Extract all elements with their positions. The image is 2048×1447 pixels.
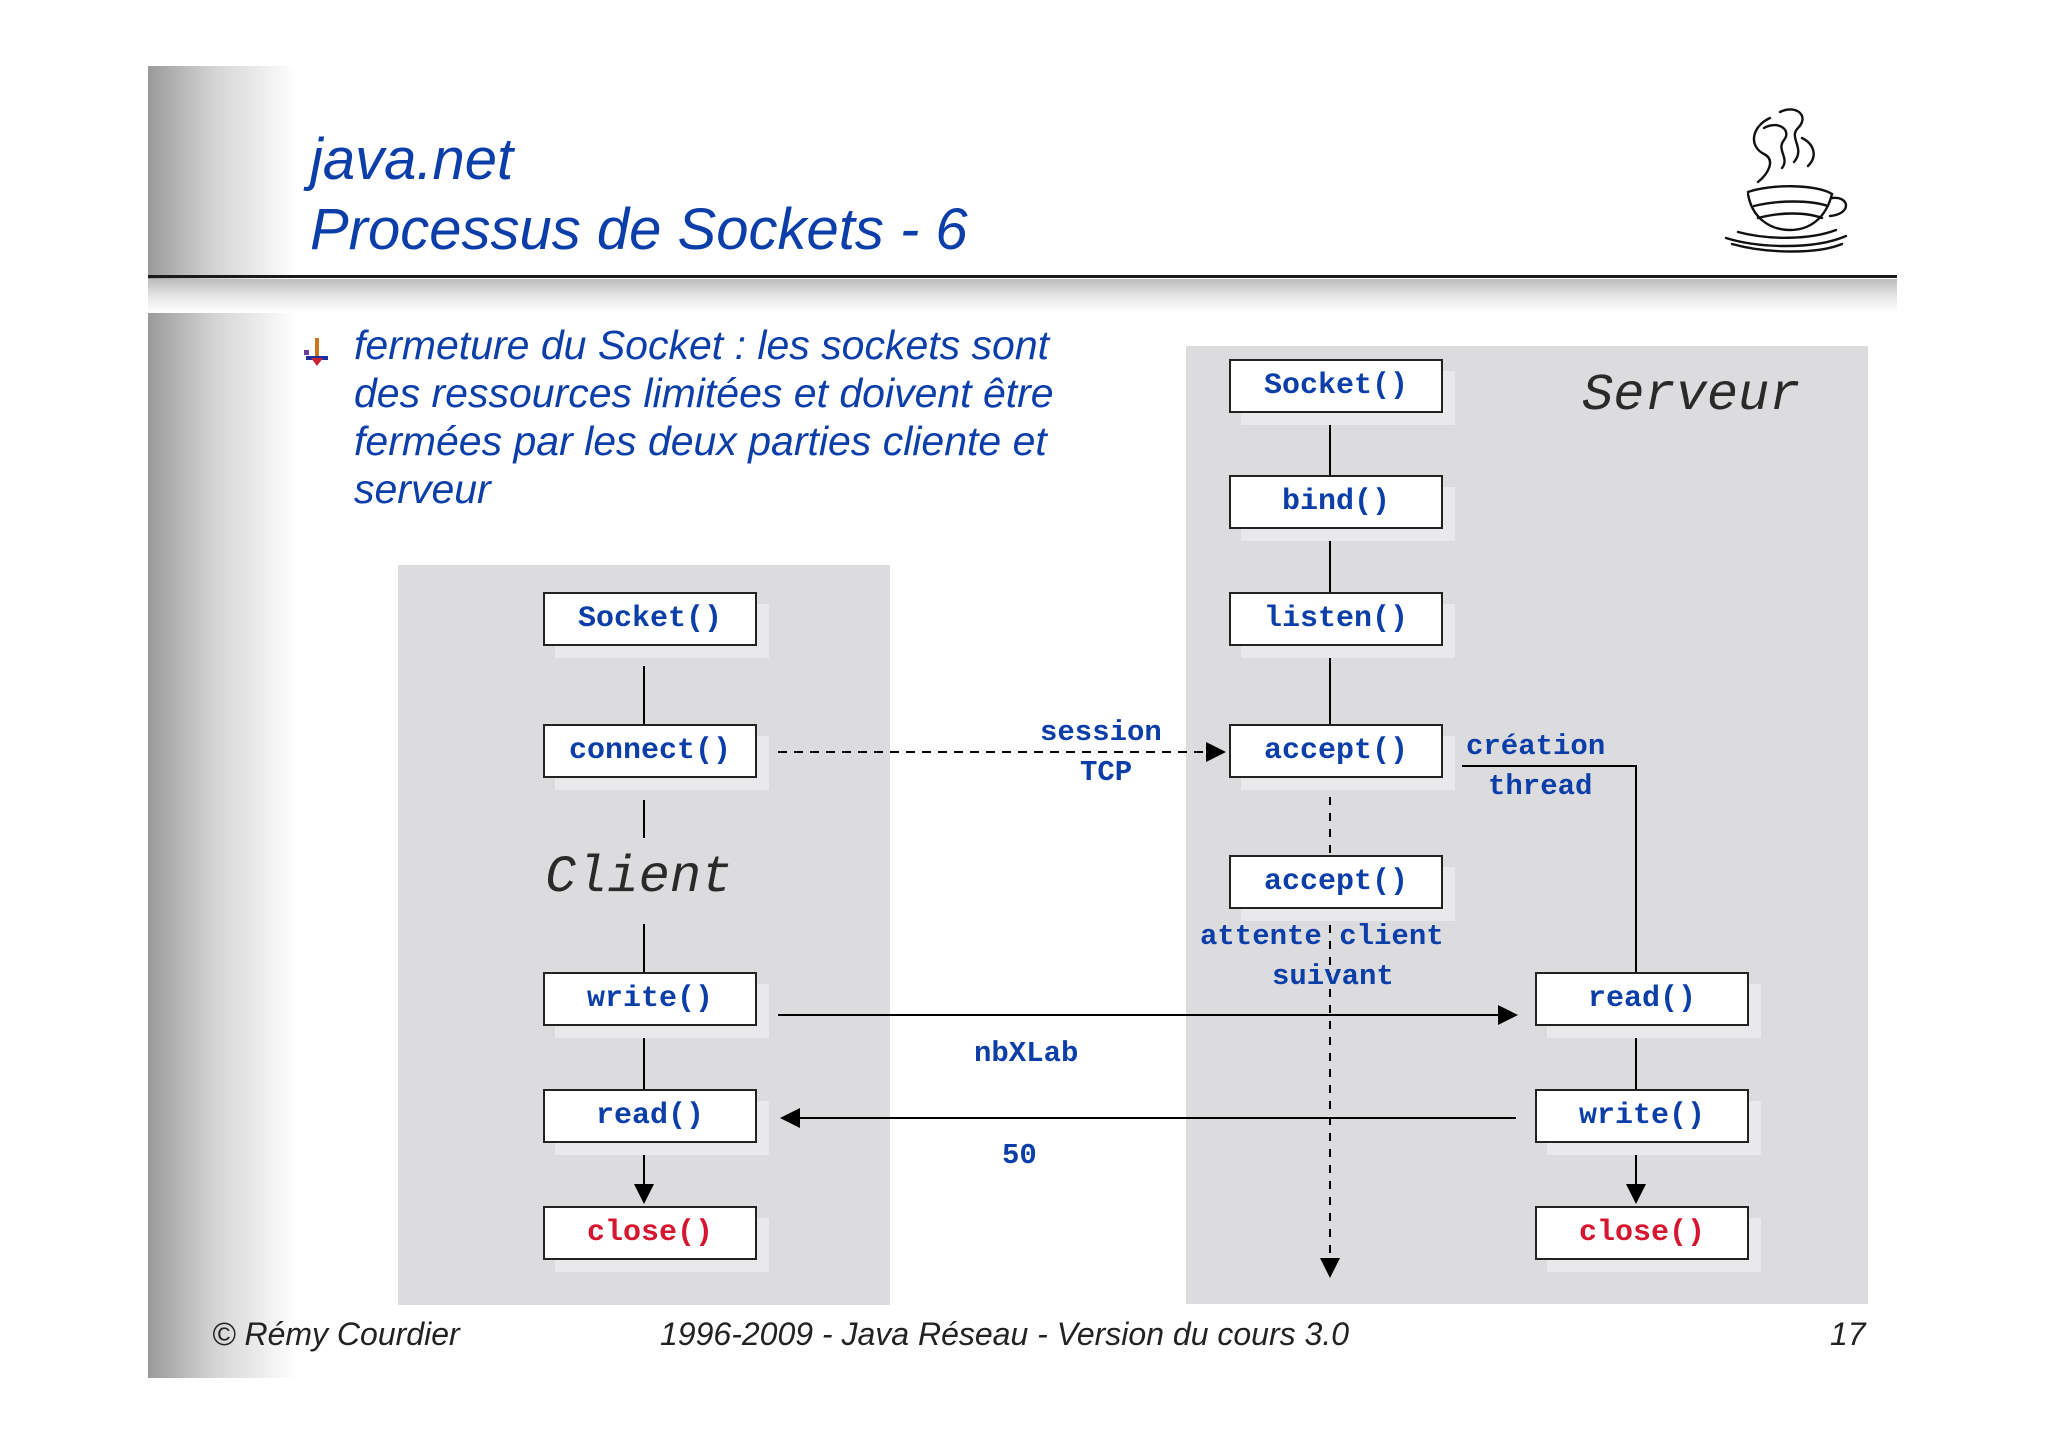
server-read-box: read() — [1535, 972, 1749, 1026]
server-accept-box: accept() — [1229, 724, 1443, 778]
slide-title-line2: Processus de Sockets - 6 — [310, 197, 968, 262]
creation-label-line2: thread — [1488, 770, 1593, 803]
session-label-line2: TCP — [1080, 756, 1133, 789]
client-label: Client — [545, 848, 733, 907]
client-connect-box: connect() — [543, 724, 757, 778]
footer-author: © Rémy Courdier — [212, 1316, 460, 1352]
server-label: Serveur — [1582, 366, 1801, 425]
footer-page-number: 17 — [1830, 1316, 1866, 1352]
client-close-box: close() — [543, 1206, 757, 1260]
read-message-label: 50 — [1002, 1139, 1037, 1172]
slide-title-line1: java.net — [310, 127, 514, 192]
footer-course: 1996-2009 - Java Réseau - Version du cou… — [660, 1316, 1349, 1352]
server-write-box: write() — [1535, 1089, 1749, 1143]
write-message-label: nbXLab — [974, 1037, 1079, 1070]
creation-label-line1: création — [1466, 730, 1606, 763]
attente-label-line1: attente client — [1200, 920, 1444, 953]
bullet-text: fermeture du Socket : les sockets sont d… — [354, 322, 1054, 512]
server-listen-box: listen() — [1229, 592, 1443, 646]
title-shadow-band — [148, 279, 1897, 313]
bullet-icon — [304, 338, 328, 366]
title-divider — [148, 275, 1897, 278]
attente-label-line2: suivant — [1272, 960, 1394, 993]
java-cup-logo-icon — [1724, 108, 1848, 253]
server-close-box: close() — [1535, 1206, 1749, 1260]
server-accept-next-box: accept() — [1229, 855, 1443, 909]
client-socket-box: Socket() — [543, 592, 757, 646]
server-socket-box: Socket() — [1229, 359, 1443, 413]
client-write-box: write() — [543, 972, 757, 1026]
client-read-box: read() — [543, 1089, 757, 1143]
session-label-line1: session — [1040, 716, 1162, 749]
server-bind-box: bind() — [1229, 475, 1443, 529]
thread-creation-line — [1462, 765, 1637, 972]
